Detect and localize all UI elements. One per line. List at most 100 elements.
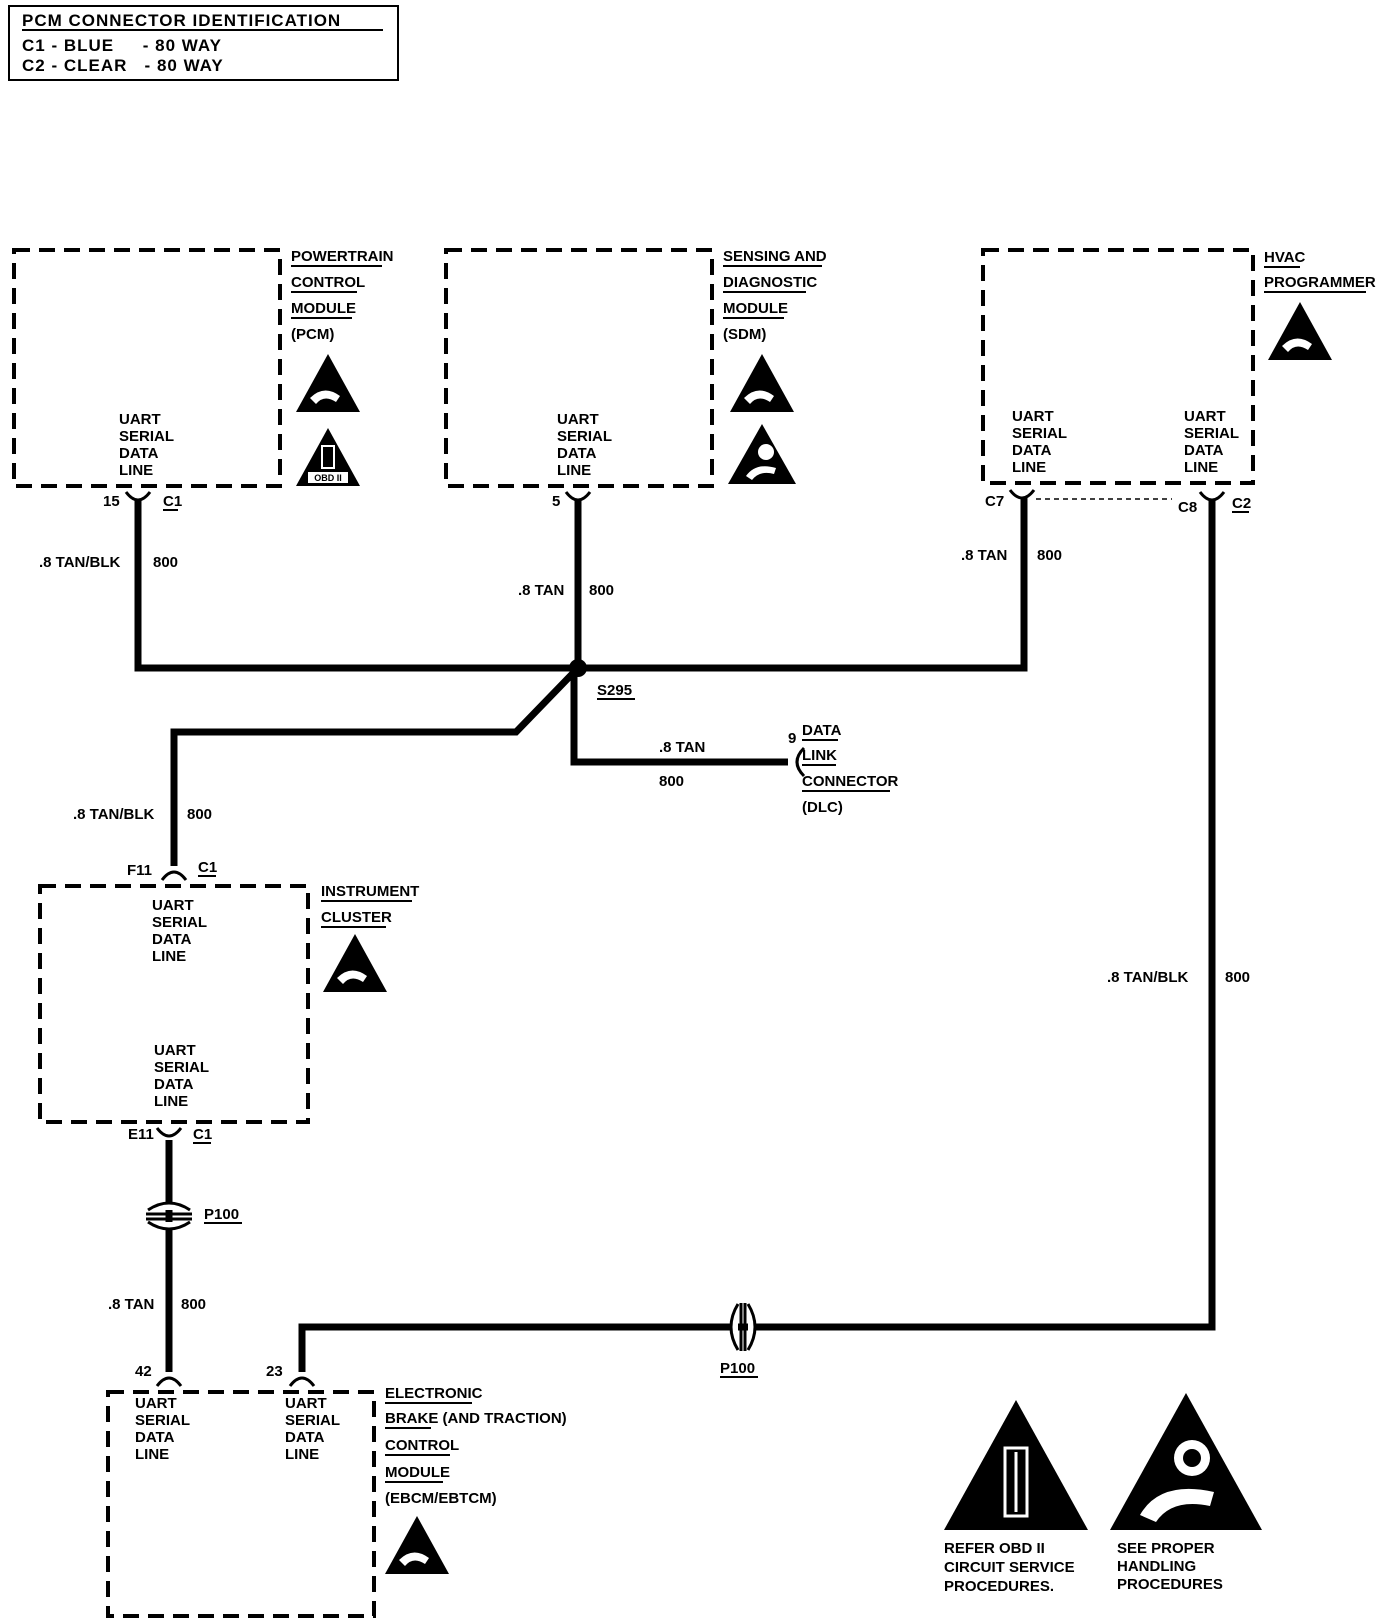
ebcm-uart-b-4: LINE — [285, 1446, 319, 1463]
ebcm-label-2: BRAKE (AND TRACTION) — [385, 1410, 567, 1427]
hvac-connector-b — [1198, 491, 1226, 502]
splice-label: S295 — [597, 682, 632, 699]
sdm-uart-2: SERIAL — [557, 428, 612, 445]
pcm-wire-circuit: 800 — [153, 554, 178, 571]
dlc-label-1: DATA — [802, 722, 842, 739]
pcm-wire-color: .8 TAN/BLK — [39, 554, 121, 571]
ebcm-uart-a-4: LINE — [135, 1446, 169, 1463]
hvac-uart-a-4: LINE — [1012, 459, 1046, 476]
cluster-wire-color: .8 TAN/BLK — [73, 806, 155, 823]
pcm-connector — [124, 491, 152, 502]
dlc-wire-color: .8 TAN — [659, 739, 705, 756]
handling-note-3: PROCEDURES — [1117, 1576, 1223, 1593]
pcm-label-2: CONTROL — [291, 274, 365, 291]
ebcm-label-3: CONTROL — [385, 1437, 459, 1454]
airbag-handling-icon — [728, 424, 796, 484]
ebcm-uart-a-2: SERIAL — [135, 1412, 190, 1429]
cluster-pin-top: F11 — [127, 862, 152, 879]
sdm-label-2: DIAGNOSTIC — [723, 274, 817, 291]
hvac-uart-b-1: UART — [1184, 408, 1226, 425]
pcm-uart-3: DATA — [119, 445, 159, 462]
cluster-connector-top — [160, 870, 188, 881]
dlc: 9 DATA LINK CONNECTOR (DLC) — [788, 722, 899, 816]
svg-text:OBD II: OBD II — [314, 473, 342, 483]
ebcm-label-1: ELECTRONIC — [385, 1385, 483, 1402]
hvac-uart-a-1: UART — [1012, 408, 1054, 425]
hvac-conn-id: C2 — [1232, 495, 1251, 512]
sdm-label-4: (SDM) — [723, 326, 766, 343]
hvac-wire-circuit: 800 — [1037, 547, 1062, 564]
ebcm-wire-circuit: 800 — [181, 1296, 206, 1313]
ebcm-pin-b: 23 — [266, 1363, 283, 1380]
sdm-pin: 5 — [552, 493, 560, 510]
sdm-module: SENSING AND DIAGNOSTIC MODULE (SDM) UART… — [444, 248, 827, 488]
esd-icon — [1268, 302, 1332, 360]
ebcm-pin-a: 42 — [135, 1363, 152, 1380]
cluster-uart-top-1: UART — [152, 897, 194, 914]
hvac-uart-a-3: DATA — [1012, 442, 1052, 459]
pcm-label-3: MODULE — [291, 300, 356, 317]
dlc-label-4: (DLC) — [802, 799, 843, 816]
obd-note-1: REFER OBD II — [944, 1540, 1045, 1557]
cluster-wire-circuit: 800 — [187, 806, 212, 823]
cluster-uart-bottom-4: LINE — [154, 1093, 188, 1110]
cluster-uart-top-3: DATA — [152, 931, 192, 948]
cluster-label-2: CLUSTER — [321, 909, 392, 926]
cluster-conn-id-top: C1 — [198, 859, 217, 876]
obd-ii-large-icon — [944, 1400, 1088, 1530]
legend-handling: SEE PROPER HANDLING PROCEDURES — [1110, 1393, 1262, 1593]
pcm-uart-2: SERIAL — [119, 428, 174, 445]
sdm-uart-3: DATA — [557, 445, 597, 462]
cluster-pin-bottom: E11 — [128, 1126, 154, 1143]
cluster-connector-bottom — [155, 1127, 183, 1138]
ebcm-uart-b-2: SERIAL — [285, 1412, 340, 1429]
p100-label-a: P100 — [204, 1206, 239, 1223]
hvac-wire-color: .8 TAN — [961, 547, 1007, 564]
ebcm-uart-a-3: DATA — [135, 1429, 175, 1446]
sdm-connector — [564, 491, 592, 502]
p100-label-b: P100 — [720, 1360, 755, 1377]
circuit-800-wiring — [134, 498, 1216, 1372]
ebcm-connector-a — [155, 1376, 183, 1387]
sdm-wire-color: .8 TAN — [518, 582, 564, 599]
connector-id-row-1: C1 - BLUE - 80 WAY — [22, 36, 222, 55]
obd-note-2: CIRCUIT SERVICE — [944, 1559, 1075, 1576]
pcm-module: POWERTRAIN CONTROL MODULE (PCM) UART SER… — [12, 248, 394, 488]
sdm-wire-circuit: 800 — [589, 582, 614, 599]
pcm-pin: 15 — [103, 493, 120, 510]
cluster-uart-top-4: LINE — [152, 948, 186, 965]
dlc-pin: 9 — [788, 730, 796, 747]
p100-inline-connector-horizontal — [729, 1303, 757, 1351]
sdm-uart-1: UART — [557, 411, 599, 428]
connector-id-row-2: C2 - CLEAR - 80 WAY — [22, 56, 224, 75]
sdm-label-3: MODULE — [723, 300, 788, 317]
hvac-label-2: PROGRAMMER — [1264, 274, 1376, 291]
hvac-uart-b-4: LINE — [1184, 459, 1218, 476]
connector-id-title: PCM CONNECTOR IDENTIFICATION — [22, 11, 341, 30]
ebcm-wire-color: .8 TAN — [108, 1296, 154, 1313]
hvac-pin-b: C8 — [1178, 499, 1197, 516]
esd-icon — [385, 1516, 449, 1574]
hvac-uart-b-2: SERIAL — [1184, 425, 1239, 442]
cluster-label-1: INSTRUMENT — [321, 883, 419, 900]
hvac-label-1: HVAC — [1264, 249, 1306, 266]
cluster-uart-top-2: SERIAL — [152, 914, 207, 931]
pcm-conn-id: C1 — [163, 493, 182, 510]
hvac-module: HVAC PROGRAMMER UART SERIAL DATA LINE UA… — [981, 248, 1376, 485]
right-wire-color: .8 TAN/BLK — [1107, 969, 1189, 986]
sdm-uart-4: LINE — [557, 462, 591, 479]
pcm-label-1: POWERTRAIN — [291, 248, 394, 265]
ebcm-label-4: MODULE — [385, 1464, 450, 1481]
obd-note-3: PROCEDURES. — [944, 1578, 1054, 1595]
ebcm-uart-b-3: DATA — [285, 1429, 325, 1446]
pcm-connector-id-box: PCM CONNECTOR IDENTIFICATION C1 - BLUE -… — [8, 5, 399, 81]
ebcm-module: ELECTRONIC BRAKE (AND TRACTION) CONTROL … — [106, 1385, 567, 1618]
hvac-connector-a — [1008, 489, 1036, 500]
dlc-label-2: LINK — [802, 747, 837, 764]
legend-obd-ii: REFER OBD II CIRCUIT SERVICE PROCEDURES. — [944, 1400, 1088, 1595]
airbag-handling-large-icon — [1110, 1393, 1262, 1530]
instrument-cluster-module: INSTRUMENT CLUSTER UART SERIAL DATA LINE… — [38, 883, 419, 1124]
ebcm-connector-b — [288, 1376, 316, 1387]
cluster-uart-bottom-2: SERIAL — [154, 1059, 209, 1076]
